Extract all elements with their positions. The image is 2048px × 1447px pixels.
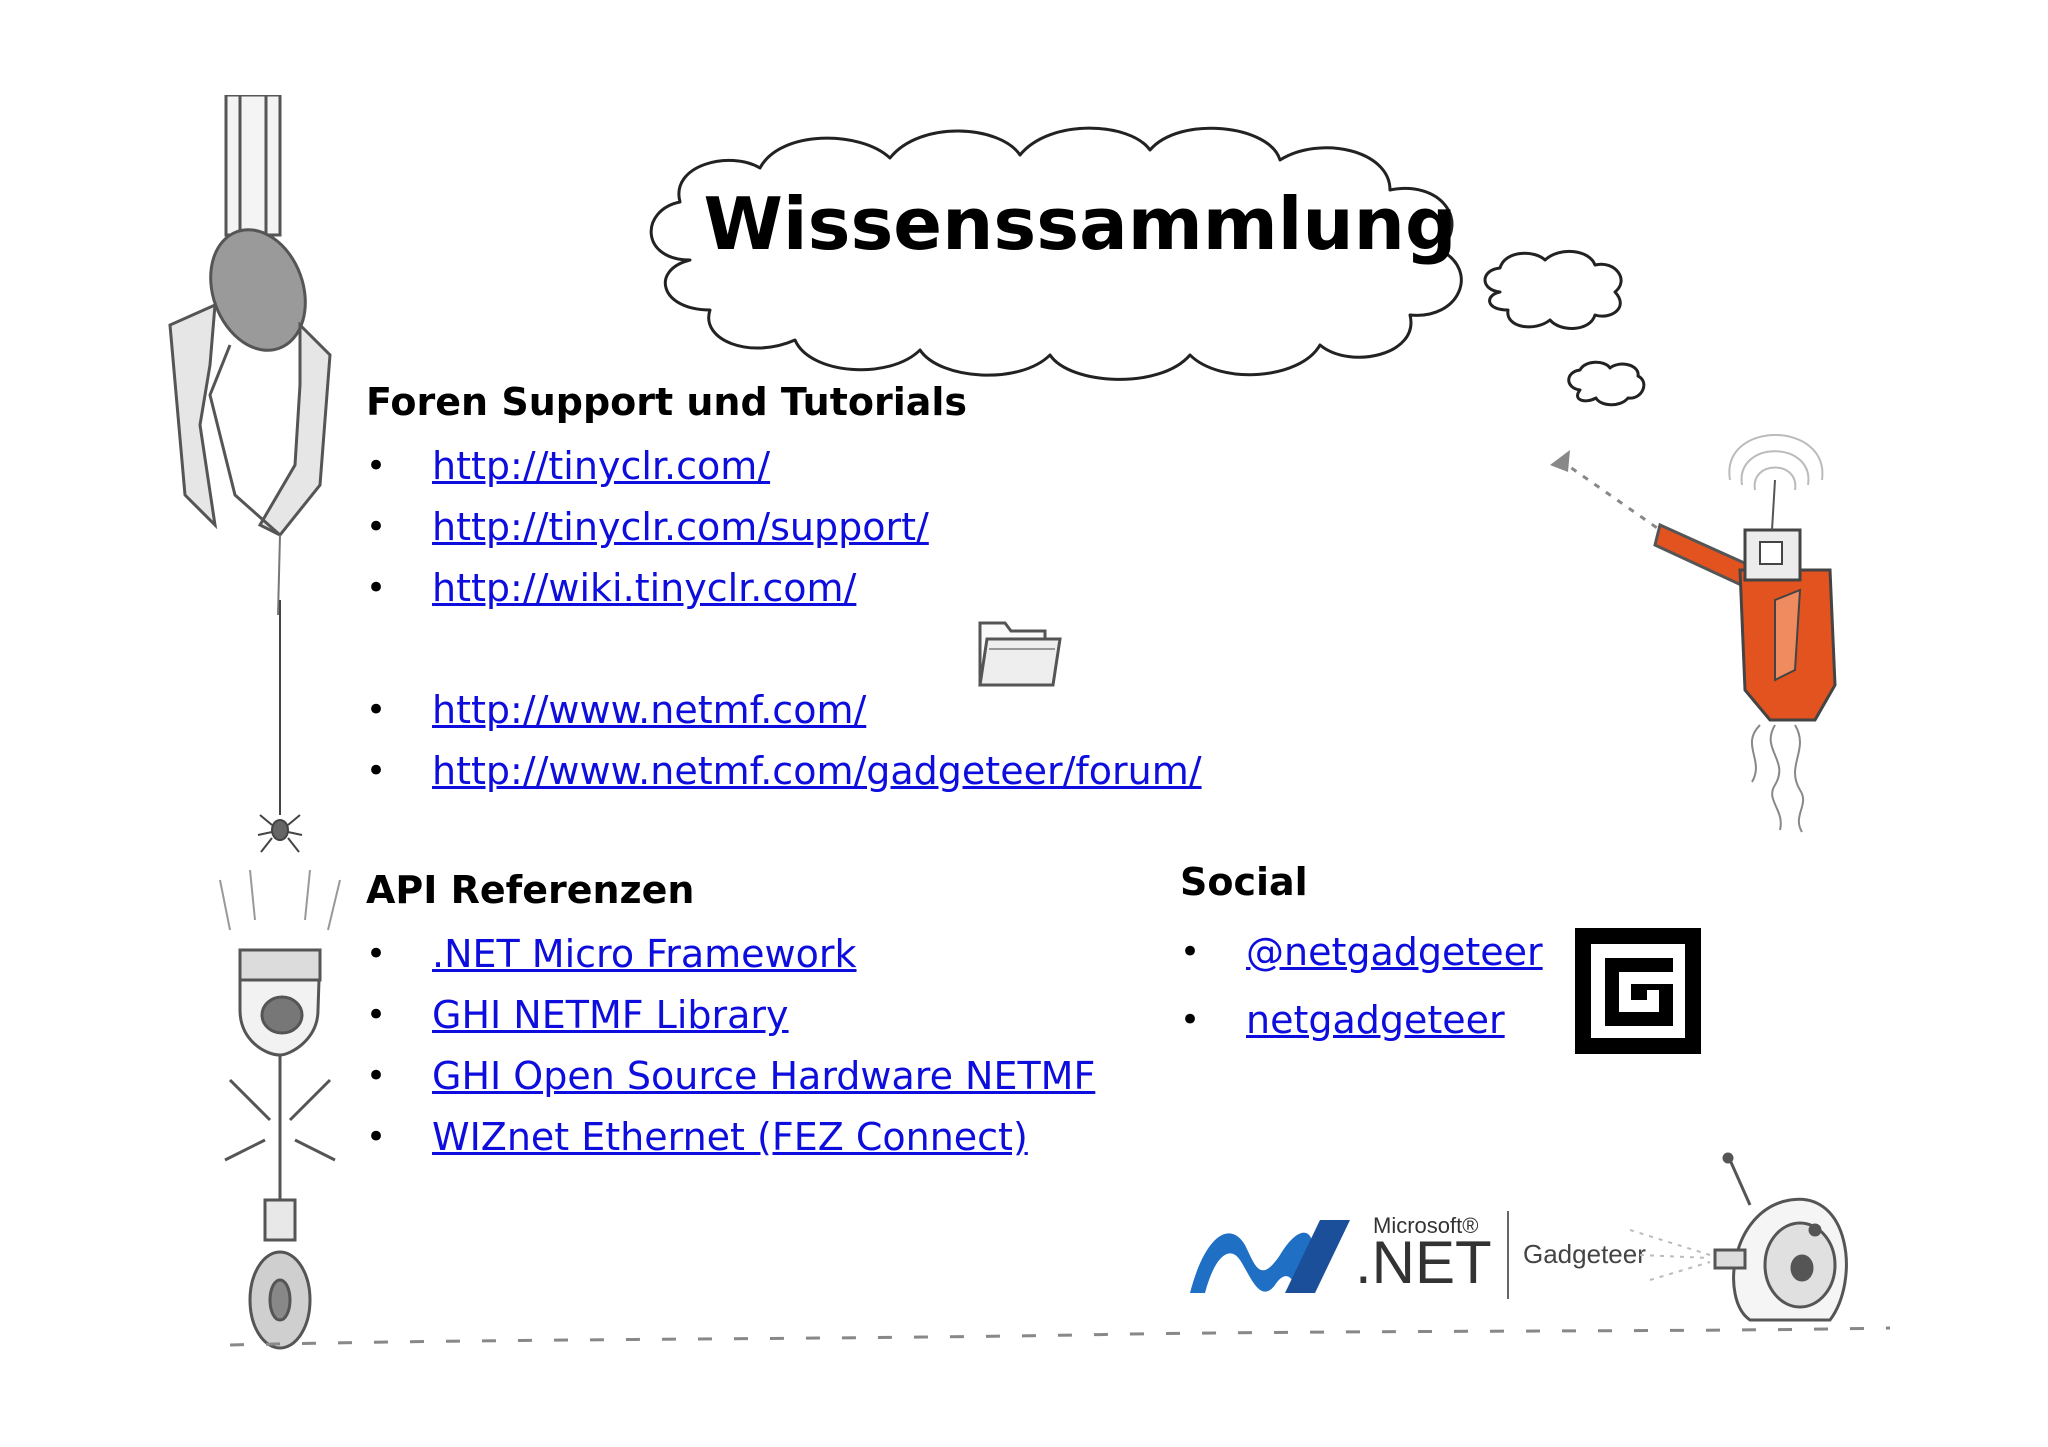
folder-icon xyxy=(978,621,1062,687)
link-netgadgeteer[interactable]: netgadgeteer xyxy=(1246,998,1505,1042)
bullet: • xyxy=(366,1056,387,1096)
page-title: Wissenssammlung xyxy=(703,182,1457,266)
bullet: • xyxy=(366,690,387,730)
bullet: • xyxy=(1180,1000,1201,1040)
bullet: • xyxy=(366,934,387,974)
bullet: • xyxy=(366,568,387,608)
bullet: • xyxy=(366,995,387,1035)
net-label: .NET xyxy=(1355,1229,1492,1296)
dome-robot-icon xyxy=(1630,1152,1848,1322)
link-tinyclr[interactable]: http://tinyclr.com/ xyxy=(432,444,771,488)
bullet: • xyxy=(366,1117,387,1157)
link-netmf[interactable]: http://www.netmf.com/ xyxy=(432,688,867,732)
bullet: • xyxy=(366,751,387,791)
social-heading: Social xyxy=(1180,860,1308,904)
ground-line xyxy=(230,1326,1890,1347)
thought-cloud-icon xyxy=(649,126,1646,407)
logo-divider xyxy=(1507,1211,1509,1299)
link-ghi-open-source[interactable]: GHI Open Source Hardware NETMF xyxy=(432,1054,1096,1098)
jetpack-robot-icon xyxy=(1550,434,1837,833)
net-wave-icon xyxy=(1190,1220,1350,1293)
net-gadgeteer-logo: Microsoft® .NET Gadgeteer xyxy=(1185,1205,1655,1305)
link-wiki-tinyclr[interactable]: http://wiki.tinyclr.com/ xyxy=(432,566,857,610)
spider-icon xyxy=(257,600,303,853)
link-wiznet-ethernet[interactable]: WIZnet Ethernet (FEZ Connect) xyxy=(432,1115,1028,1159)
link-net-micro-framework[interactable]: .NET Micro Framework xyxy=(432,932,857,976)
gadgeteer-g-logo-icon xyxy=(1575,928,1701,1054)
microsoft-label: Microsoft® xyxy=(1373,1213,1479,1238)
bullet: • xyxy=(1180,932,1201,972)
link-ghi-netmf-library[interactable]: GHI NETMF Library xyxy=(432,993,789,1037)
bullet: • xyxy=(366,507,387,547)
link-tinyclr-support[interactable]: http://tinyclr.com/support/ xyxy=(432,505,929,549)
bullet: • xyxy=(366,446,387,486)
link-netmf-forum[interactable]: http://www.netmf.com/gadgeteer/forum/ xyxy=(432,749,1202,793)
link-twitter-netgadgeteer[interactable]: @netgadgeteer xyxy=(1246,930,1543,974)
gadgeteer-label: Gadgeteer xyxy=(1523,1239,1646,1269)
claw-icon xyxy=(168,95,332,615)
unicycle-robot-icon xyxy=(219,870,341,1350)
api-heading: API Referenzen xyxy=(366,868,695,912)
forum-heading: Foren Support und Tutorials xyxy=(366,380,968,424)
